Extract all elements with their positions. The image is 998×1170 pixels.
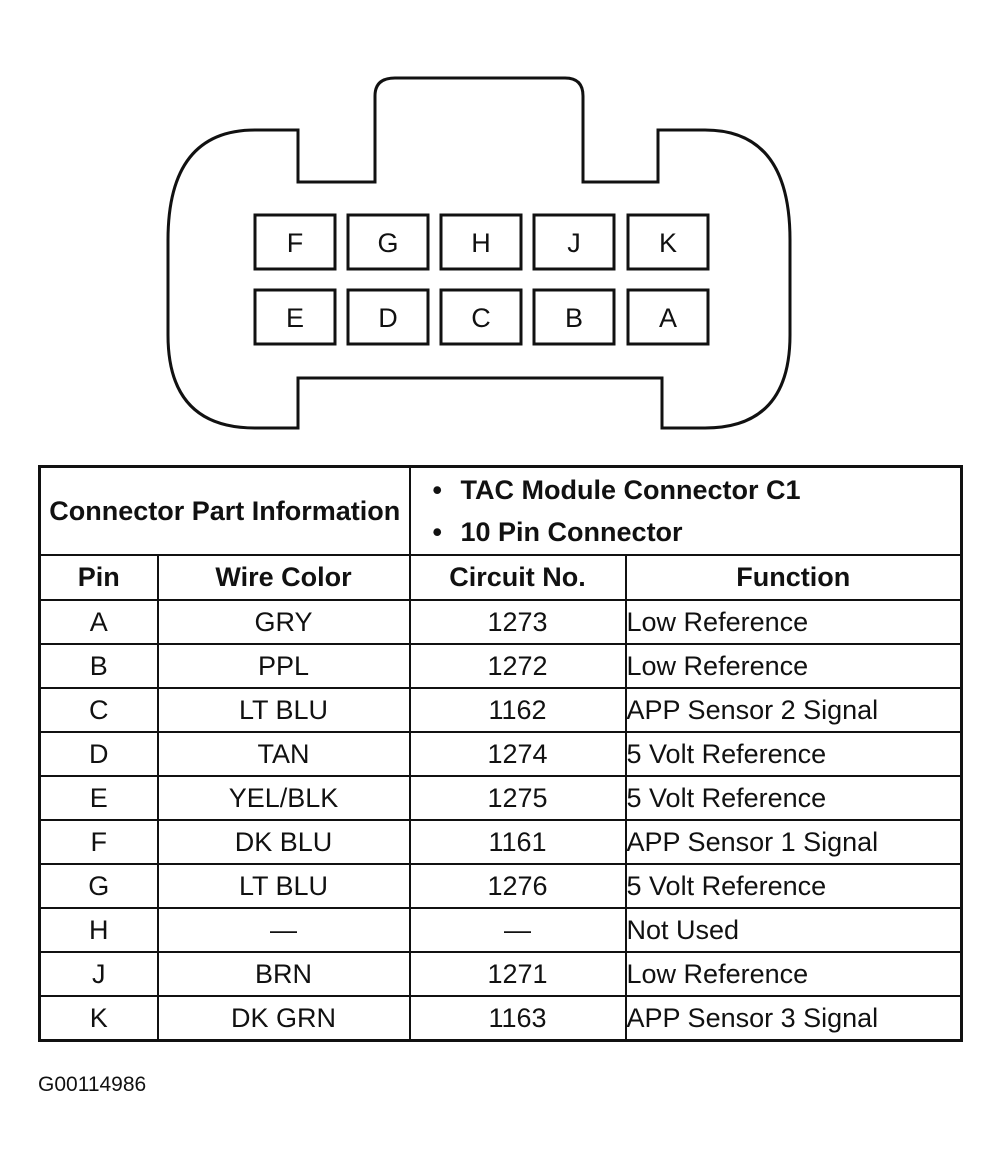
pin-cavity-j: J xyxy=(532,213,616,271)
wire-color-cell: TAN xyxy=(156,731,411,777)
function-cell: APP Sensor 2 Signal xyxy=(624,687,963,733)
pin-cell: K xyxy=(38,995,159,1042)
column-header-row: Pin Wire Color Circuit No. Function xyxy=(38,554,963,601)
function-cell: APP Sensor 3 Signal xyxy=(624,995,963,1042)
function-cell: APP Sensor 1 Signal xyxy=(624,819,963,865)
pin-cavity-f: F xyxy=(253,213,337,271)
function-cell: 5 Volt Reference xyxy=(624,731,963,777)
wire-color-cell: DK GRN xyxy=(156,995,411,1042)
circuit-cell: 1276 xyxy=(408,863,627,909)
pin-box xyxy=(253,288,337,346)
pin-cavity-d: D xyxy=(346,288,430,346)
info-line: •10 Pin Connector xyxy=(433,511,961,553)
circuit-cell: 1274 xyxy=(408,731,627,777)
column-header-function: Function xyxy=(624,554,963,601)
connector-part-info-label: Connector Part Information xyxy=(38,465,411,556)
function-cell: Low Reference xyxy=(624,951,963,997)
circuit-cell: 1273 xyxy=(408,599,627,645)
pin-cell: A xyxy=(38,599,159,645)
pin-box xyxy=(439,288,523,346)
function-cell: 5 Volt Reference xyxy=(624,863,963,909)
circuit-cell: 1161 xyxy=(408,819,627,865)
pin-label: D xyxy=(378,303,398,333)
pin-label: J xyxy=(567,228,581,258)
wire-color-cell: — xyxy=(156,907,411,953)
table-header-row: Connector Part Information •TAC Module C… xyxy=(38,465,963,556)
wire-color-cell: PPL xyxy=(156,643,411,689)
pin-cell: E xyxy=(38,775,159,821)
pin-label: C xyxy=(471,303,491,333)
pin-cavity-b: B xyxy=(532,288,616,346)
pin-cavity-g: G xyxy=(346,213,430,271)
pin-box xyxy=(532,288,616,346)
figure-id: G00114986 xyxy=(38,1073,147,1096)
pin-box xyxy=(439,213,523,271)
bullet-icon: • xyxy=(432,475,442,505)
pin-box xyxy=(346,288,430,346)
function-cell: Low Reference xyxy=(624,599,963,645)
pin-label: A xyxy=(659,303,677,333)
circuit-cell: 1275 xyxy=(408,775,627,821)
pin-label: G xyxy=(377,228,398,258)
pin-cell: F xyxy=(38,819,159,865)
wire-color-cell: GRY xyxy=(156,599,411,645)
wire-color-cell: DK BLU xyxy=(156,819,411,865)
pin-cell: G xyxy=(38,863,159,909)
circuit-cell: 1271 xyxy=(408,951,627,997)
column-header-wire-color: Wire Color xyxy=(156,554,411,601)
pin-cavity-c: C xyxy=(439,288,523,346)
wire-color-cell: LT BLU xyxy=(156,863,411,909)
info-line: •TAC Module Connector C1 xyxy=(433,469,961,511)
pin-label: B xyxy=(565,303,583,333)
pin-cell: C xyxy=(38,687,159,733)
circuit-cell: — xyxy=(408,907,627,953)
bullet-icon: • xyxy=(432,517,442,547)
wire-color-cell: LT BLU xyxy=(156,687,411,733)
circuit-cell: 1272 xyxy=(408,643,627,689)
column-header-pin: Pin xyxy=(38,554,159,601)
pin-label: E xyxy=(286,303,304,333)
wire-color-cell: YEL/BLK xyxy=(156,775,411,821)
pin-cell: J xyxy=(38,951,159,997)
pin-box xyxy=(346,213,430,271)
pin-label: H xyxy=(471,228,491,258)
pin-cavity-a: A xyxy=(626,288,710,346)
pin-label: F xyxy=(287,228,304,258)
pin-cell: B xyxy=(38,643,159,689)
function-cell: 5 Volt Reference xyxy=(624,775,963,821)
column-header-circuit: Circuit No. xyxy=(408,554,627,601)
table-row: H——Not Used xyxy=(38,907,963,953)
function-cell: Not Used xyxy=(624,907,963,953)
pin-box xyxy=(253,213,337,271)
function-cell: Low Reference xyxy=(624,643,963,689)
pin-box xyxy=(532,213,616,271)
pin-cavity-k: K xyxy=(626,213,710,271)
pin-cell: H xyxy=(38,907,159,953)
pin-box xyxy=(626,288,710,346)
circuit-cell: 1162 xyxy=(408,687,627,733)
pin-cavity-e: E xyxy=(253,288,337,346)
pin-box xyxy=(626,213,710,271)
connector-outline xyxy=(166,76,792,430)
pin-label: K xyxy=(659,228,677,258)
wire-color-cell: BRN xyxy=(156,951,411,997)
connector-info-table: Connector Part Information •TAC Module C… xyxy=(38,465,964,1042)
connector-info-lines: •TAC Module Connector C1 •10 Pin Connect… xyxy=(408,465,963,556)
pin-cavity-h: H xyxy=(439,213,523,271)
connector-face-diagram: F G H J K E D C B A xyxy=(166,76,792,430)
pin-cell: D xyxy=(38,731,159,777)
circuit-cell: 1163 xyxy=(408,995,627,1042)
